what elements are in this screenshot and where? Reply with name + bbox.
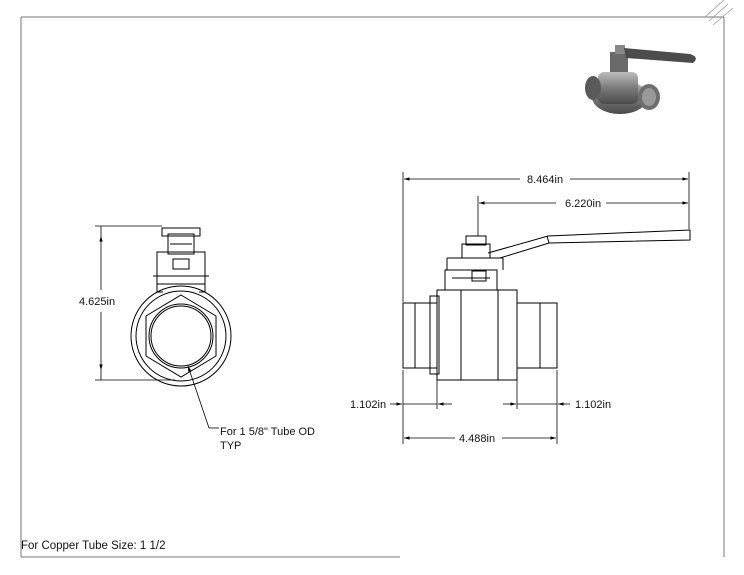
dimension-right-socket	[503, 370, 570, 444]
callout-leader	[187, 365, 219, 429]
sheet-border	[20, 16, 725, 558]
dim-left-socket-label: 1.102in	[350, 399, 386, 411]
dim-overall-label: 8.464in	[527, 174, 563, 186]
dimension-handle-reach	[477, 196, 688, 236]
dim-right-socket-label: 1.102in	[575, 399, 611, 411]
dim-height-label: 4.625in	[79, 296, 115, 308]
copper-tube-size-note: For Copper Tube Size: 1 1/2	[21, 540, 166, 552]
end-view	[130, 227, 232, 387]
isometric-valve-render	[585, 45, 696, 114]
dim-body-length-label: 4.488in	[459, 433, 495, 445]
dimension-height	[95, 225, 175, 381]
side-view	[402, 229, 691, 381]
callout-typ: TYP	[220, 440, 241, 452]
dim-handle-reach-label: 6.220in	[565, 198, 601, 210]
dimension-left-socket	[390, 370, 452, 444]
dimension-overall-length	[402, 172, 690, 302]
callout-tube-od: For 1 5/8" Tube OD	[220, 426, 315, 438]
